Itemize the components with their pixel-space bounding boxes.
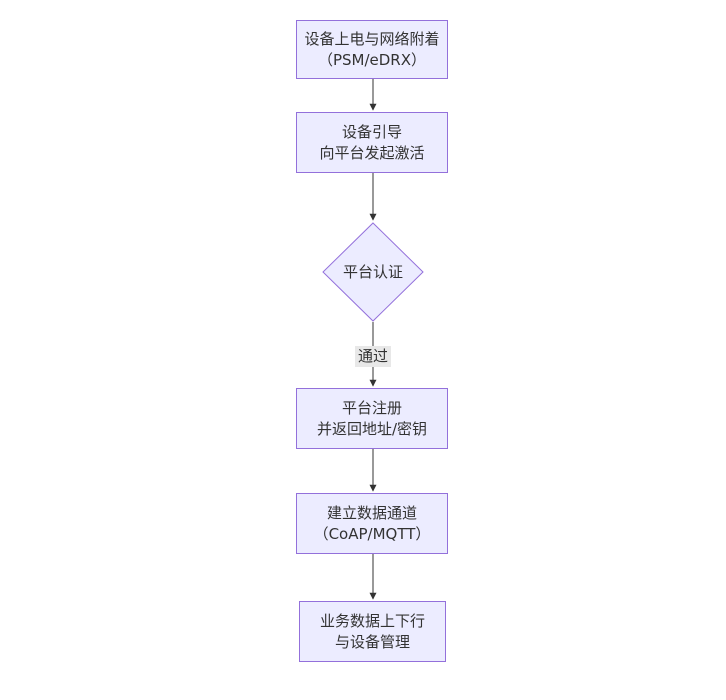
diamond-shape [322,222,424,322]
node-label-line: （PSM/eDRX） [317,50,427,69]
node-power-network-attach: 设备上电与网络附着 （PSM/eDRX） [296,20,448,79]
node-label-line: 向平台发起激活 [319,143,425,162]
node-label-line: 并返回地址/密钥 [316,419,428,438]
node-label-line: 业务数据上下行 [319,611,425,630]
node-label-line: （CoAP/MQTT） [313,524,431,543]
decision-platform-auth: 平台认证 [322,222,424,322]
node-data-channel: 建立数据通道 （CoAP/MQTT） [296,493,448,554]
node-device-bootstrap: 设备引导 向平台发起激活 [296,112,448,173]
node-label-line: 建立数据通道 [326,503,417,522]
node-label-line: 与设备管理 [334,632,410,651]
node-label-line: 平台注册 [341,398,402,417]
node-label-line: 设备引导 [341,122,402,141]
node-business-data: 业务数据上下行 与设备管理 [299,601,446,662]
edge-label-pass: 通过 [354,346,392,367]
node-platform-register: 平台注册 并返回地址/密钥 [296,388,448,449]
node-label-line: 平台认证 [342,262,403,281]
node-label-line: 设备上电与网络附着 [304,29,440,48]
